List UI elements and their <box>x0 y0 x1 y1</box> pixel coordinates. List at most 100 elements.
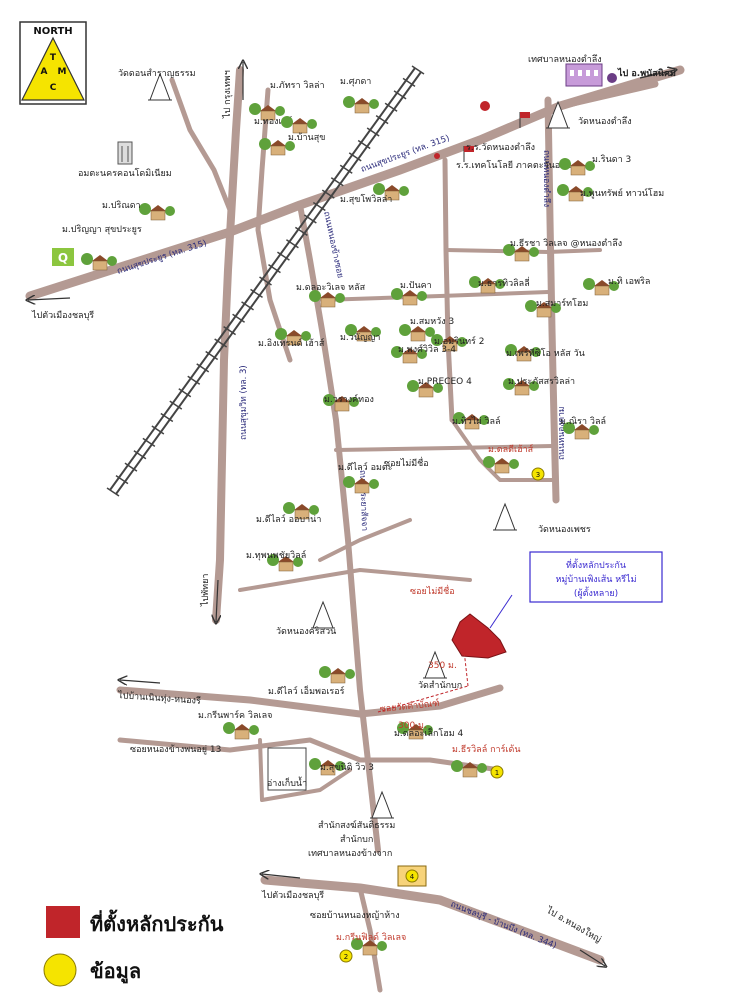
village-label: ม.ณิรา วิลล์ <box>560 415 606 427</box>
road-mid-2 <box>444 248 602 254</box>
railway-tie <box>124 462 138 472</box>
label-chonburi-ban-bueng: ถนนชลบุรี - บ้านบึง (ทล. 344) <box>449 899 558 952</box>
village-label: ม.ดีไลว์ อมตะ <box>338 461 393 473</box>
label-nong-kham: ถนนหนองคาม <box>557 407 567 461</box>
railway-tie <box>375 115 389 125</box>
village-house-icon <box>391 288 427 306</box>
school-marker-icon <box>480 101 490 111</box>
dir-to-chonburi-sw: ไปตัวเมืองชลบุรี <box>261 890 324 901</box>
village-label: ม.ปริณดา <box>102 200 141 211</box>
village-house-icon <box>525 300 561 318</box>
road-nong-kraduk <box>238 568 472 592</box>
reservoir-icon <box>267 747 307 791</box>
temple-icon <box>148 72 172 101</box>
place-tech-1: ร.ร.เทคโนโลยี ภาคตะวันออก <box>456 160 571 171</box>
village-label: ม.ธีรชา วิลเลจ @หนองตำลึง <box>510 238 622 249</box>
label-sukhumvit: ถนนสุขุมวิท (ทล. 3) <box>239 365 249 440</box>
road-to-phanat <box>556 80 659 110</box>
village-label: ม.เพร์ทีซิโอ หลัส วัน <box>506 347 585 359</box>
compass-north-label: NORTH <box>33 26 72 37</box>
village-house-icon <box>281 116 317 134</box>
village-house-icon <box>451 760 487 778</box>
village-house-icon <box>563 422 599 440</box>
place-school: ร.ร.วัดหนองตำลึง <box>466 142 535 153</box>
railway-ties <box>106 65 425 497</box>
railway-tie <box>115 474 129 485</box>
dir-to-phanat: ไป อ.พนัสนิคม <box>617 67 676 79</box>
temple-icon <box>493 502 517 531</box>
info-markers: 1 2 3 4 <box>339 467 545 963</box>
village-house-icon <box>373 183 409 201</box>
label-soi-nong-khang: ซอยหนองข้างพนอยู่ 13 <box>130 744 221 755</box>
village-label: ม.กรีนฟิลด์ วิลเลจ <box>336 931 406 943</box>
legend-info-swatch <box>43 953 77 987</box>
distance-line-2 <box>377 685 469 713</box>
road-wat-don <box>169 77 233 213</box>
railway-tie <box>330 177 344 187</box>
railway-tie <box>312 201 326 212</box>
green-logo-icon: Q <box>52 248 74 266</box>
place-wat-don-sanam: วัดดอนสำราญธรรม <box>118 68 196 79</box>
school-flag-icon <box>519 112 530 128</box>
village-label: ม.อมรินทร์ 2 <box>434 335 484 347</box>
compass-letter-m: M <box>58 67 67 77</box>
info-marker-2: 2 <box>344 953 348 961</box>
railway-tie <box>294 226 308 236</box>
village-house-icon <box>559 158 595 176</box>
road-nong-tam-lueng <box>544 96 560 504</box>
railway <box>106 65 425 497</box>
railway-tie <box>339 164 353 174</box>
road-soi-nong-khang <box>117 737 503 773</box>
village-label: ม.พูนทรัพย์ ทาวน์โฮม <box>580 187 664 199</box>
railway-tie <box>169 400 183 410</box>
railway-tie <box>259 276 272 286</box>
legend-info-label: ข้อมูล <box>90 959 141 985</box>
callout-box <box>529 551 663 603</box>
road-network <box>25 65 685 993</box>
railway-tie <box>187 375 201 385</box>
railway-tie <box>241 301 254 311</box>
village-label: ม.สุขโพวิลล่า <box>340 194 392 205</box>
compass-letter-c: C <box>50 83 57 93</box>
temple-icon <box>546 100 570 129</box>
villages: ม.ภัทรา วิลล่าม.ทองเลย์ม.ศุภดาม.บ้านสุขม… <box>62 77 664 956</box>
village-label: ม.วรางค์ทอง <box>324 393 374 405</box>
railway-tie <box>223 326 237 336</box>
temple-icon <box>311 600 335 629</box>
legend-collateral-swatch <box>46 906 80 938</box>
temples: วัดดอนสำราญธรรม วัดหนองตำลึง วัดหนองเพชร… <box>52 54 632 859</box>
north-arrow-icon <box>21 36 85 101</box>
road-link-1 <box>318 518 412 562</box>
place-samnak: สำนักสงฆ์สันติธรรม <box>318 819 395 831</box>
school-flag-icon <box>463 146 474 162</box>
village-house-icon <box>397 722 433 740</box>
label-nong-khang-soi: ถนนหนองข้างซอย <box>321 210 346 279</box>
village-house-icon <box>223 722 259 740</box>
place-condo: อมตะนครคอนโดมิเนียม <box>78 168 172 179</box>
village-house-icon <box>391 346 427 364</box>
place-wat-nong-tam-lueng: วัดหนองตำลึง <box>578 116 632 127</box>
collateral-area <box>451 613 507 659</box>
village-label: ม.ทิ เอพริล <box>608 276 650 287</box>
road-phraya-satja <box>297 202 381 853</box>
compass-letter-t: T <box>50 53 57 63</box>
railway-tie <box>411 65 425 75</box>
village-house-icon <box>431 334 467 352</box>
svg-text:Q: Q <box>58 251 68 265</box>
village-house-icon <box>483 456 519 474</box>
info-marker-3: 3 <box>536 471 540 479</box>
village-label: ม.PRECEO 4 <box>418 377 472 387</box>
village-house-icon <box>343 96 379 114</box>
village-label: ม.ธีรวิลล์ การ์เด้น <box>452 743 520 755</box>
village-house-icon <box>503 244 539 262</box>
village-label: ม.ปันคา <box>400 281 432 291</box>
village-house-icon <box>275 328 311 346</box>
label-suk-prayoon-west: ถนนสุขประยูร (ทล. 315) <box>116 238 208 276</box>
village-house-icon <box>503 378 539 396</box>
village-label: ม.ภัทรา วิลล่า <box>270 80 325 91</box>
village-house-icon <box>81 253 117 271</box>
info-marker-4: 4 <box>410 873 415 881</box>
road-chonburi-ban-bueng <box>260 875 605 965</box>
info-marker-icon <box>531 467 545 481</box>
place-muni-nong-chak: เทศบาลหนองข้างจาก <box>308 848 392 859</box>
